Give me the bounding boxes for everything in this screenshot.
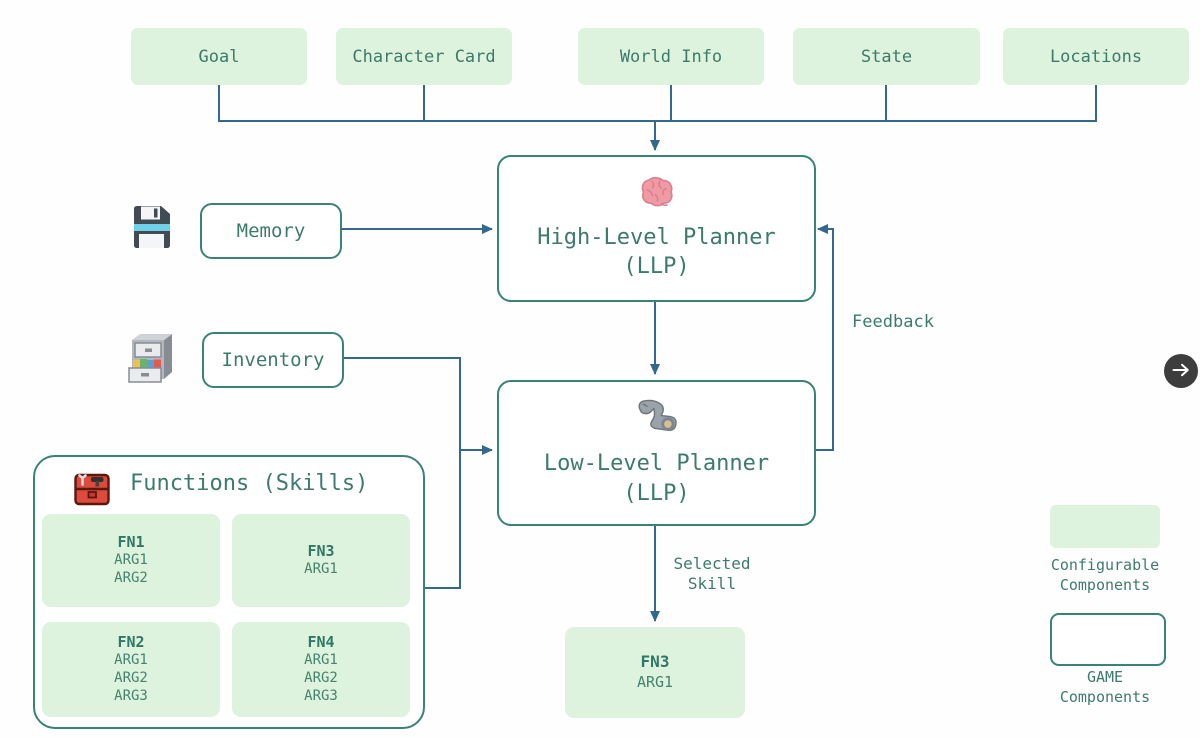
legend-configurable-label: Configurable Components — [1050, 556, 1160, 594]
arrow-right-icon — [1172, 362, 1190, 381]
floppy-disk-icon — [130, 204, 172, 254]
input-chip-character-card: Character Card — [336, 28, 512, 85]
fn-arg: ARG1 — [304, 561, 338, 578]
memory-node: Memory — [200, 203, 342, 259]
fn-card-fn1: FN1 ARG1 ARG2 — [42, 514, 220, 607]
legend-game-label: GAME Components — [1059, 668, 1151, 706]
low-level-planner-node: Low-Level Planner (LLP) — [497, 380, 816, 526]
fn-arg: ARG1 — [304, 652, 338, 669]
fn-arg: ARG2 — [114, 670, 148, 687]
fn-card-fn2: FN2 ARG1 ARG2 ARG3 — [42, 622, 220, 717]
fn-name: FN2 — [117, 633, 145, 652]
fn-arg: ARG1 — [114, 652, 148, 669]
memory-label: Memory — [236, 220, 306, 242]
fn-card-fn3: FN3 ARG1 — [232, 514, 410, 607]
input-chip-world-info: World Info — [578, 28, 764, 85]
fn-arg: ARG3 — [304, 688, 338, 705]
toolbox-icon — [74, 464, 110, 510]
mechanical-arm-icon — [636, 398, 678, 442]
planner-subtitle: (LLP) — [623, 254, 690, 280]
fn-name: FN4 — [307, 633, 335, 652]
input-chip-label: State — [860, 46, 913, 67]
inventory-node: Inventory — [202, 332, 344, 388]
input-chip-label: World Info — [619, 46, 723, 67]
input-chip-label: Character Card — [352, 46, 496, 67]
next-button[interactable] — [1164, 354, 1198, 388]
input-chip-label: Locations — [1049, 46, 1143, 67]
fn-arg: ARG2 — [304, 670, 338, 687]
inventory-label: Inventory — [221, 349, 325, 371]
fn-name: FN1 — [117, 533, 145, 551]
planner-title: High-Level Planner — [537, 224, 776, 250]
high-level-planner-node: High-Level Planner (LLP) — [497, 155, 816, 302]
feedback-label: Feedback — [852, 312, 934, 332]
input-chip-state: State — [793, 28, 980, 85]
fn-name: FN3 — [307, 541, 335, 560]
fn-card-fn4: FN4 ARG1 ARG2 ARG3 — [232, 622, 410, 717]
fn-arg: ARG2 — [114, 570, 148, 587]
input-chip-goal: Goal — [131, 28, 307, 85]
fn-name: FN3 — [640, 652, 670, 672]
fn-arg: ARG3 — [114, 688, 148, 705]
selected-skill-result-card: FN3 ARG1 — [565, 627, 745, 718]
legend-game-swatch — [1050, 613, 1166, 666]
input-chip-locations: Locations — [1003, 28, 1189, 85]
legend-configurable-swatch — [1050, 505, 1160, 548]
planner-subtitle: (LLP) — [623, 480, 690, 506]
brain-icon — [639, 176, 675, 216]
fn-arg: ARG1 — [636, 673, 674, 692]
fn-arg: ARG1 — [114, 552, 148, 569]
functions-panel: Functions (Skills) FN1 ARG1 ARG2 FN3 ARG… — [33, 455, 425, 729]
selected-skill-label: Selected Skill — [673, 554, 751, 593]
file-cabinet-icon — [126, 331, 176, 391]
functions-title: Functions (Skills) — [130, 471, 369, 496]
input-chip-label: Goal — [198, 46, 240, 67]
planner-title: Low-Level Planner — [543, 451, 770, 477]
